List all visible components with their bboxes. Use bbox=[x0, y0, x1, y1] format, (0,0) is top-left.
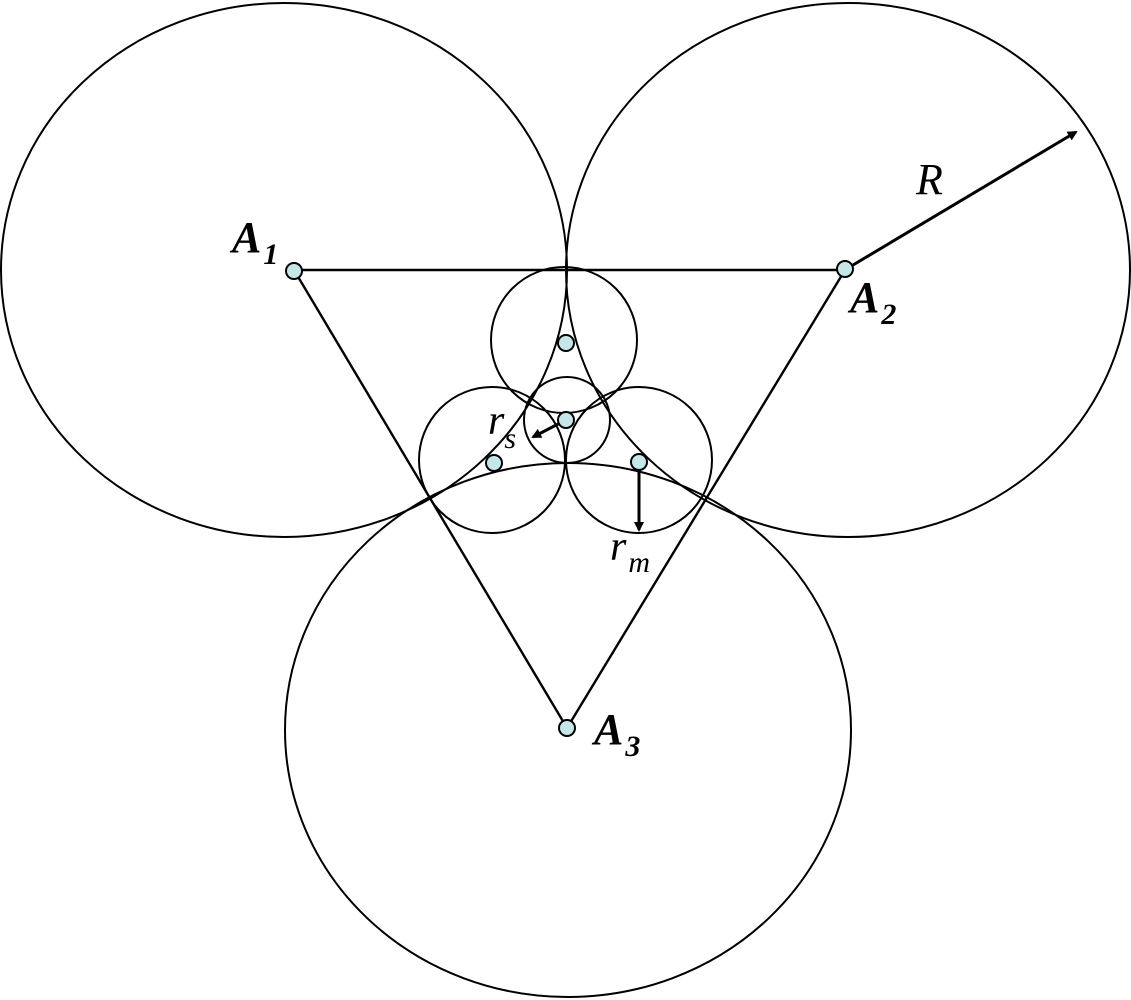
center-dot-small bbox=[557, 411, 575, 429]
label-a1-main: A bbox=[229, 213, 261, 262]
label-a2-main: A bbox=[847, 273, 879, 322]
center-dot-a2 bbox=[836, 260, 854, 278]
center-dot-a3 bbox=[558, 719, 576, 737]
triangle-edge-a1-a3 bbox=[292, 269, 569, 729]
label-a3-sub: 3 bbox=[624, 730, 640, 763]
radius-arrow-R bbox=[847, 130, 1078, 270]
label-rs-main: r bbox=[488, 398, 505, 444]
center-dot-medium-right bbox=[630, 453, 648, 471]
label-a3: A3 bbox=[591, 705, 640, 763]
label-a1: A1 bbox=[229, 213, 278, 271]
label-a2: A2 bbox=[847, 273, 896, 331]
label-a2-sub: 2 bbox=[880, 298, 896, 331]
center-dot-a1 bbox=[285, 262, 303, 280]
label-rs-sub: s bbox=[504, 422, 516, 455]
label-rm: rm bbox=[610, 524, 650, 579]
center-dot-medium-top bbox=[557, 334, 575, 352]
label-a3-main: A bbox=[591, 705, 623, 754]
medium-circle-right bbox=[565, 386, 713, 534]
label-rs: rs bbox=[488, 398, 516, 455]
label-a1-sub: 1 bbox=[263, 238, 278, 271]
label-R: R bbox=[915, 155, 943, 204]
label-rm-sub: m bbox=[628, 546, 650, 579]
small-circle-center bbox=[523, 376, 611, 464]
center-dot-medium-left bbox=[485, 454, 503, 472]
label-rm-main: r bbox=[610, 524, 627, 570]
triangle-edge-a2-a3 bbox=[565, 269, 847, 729]
